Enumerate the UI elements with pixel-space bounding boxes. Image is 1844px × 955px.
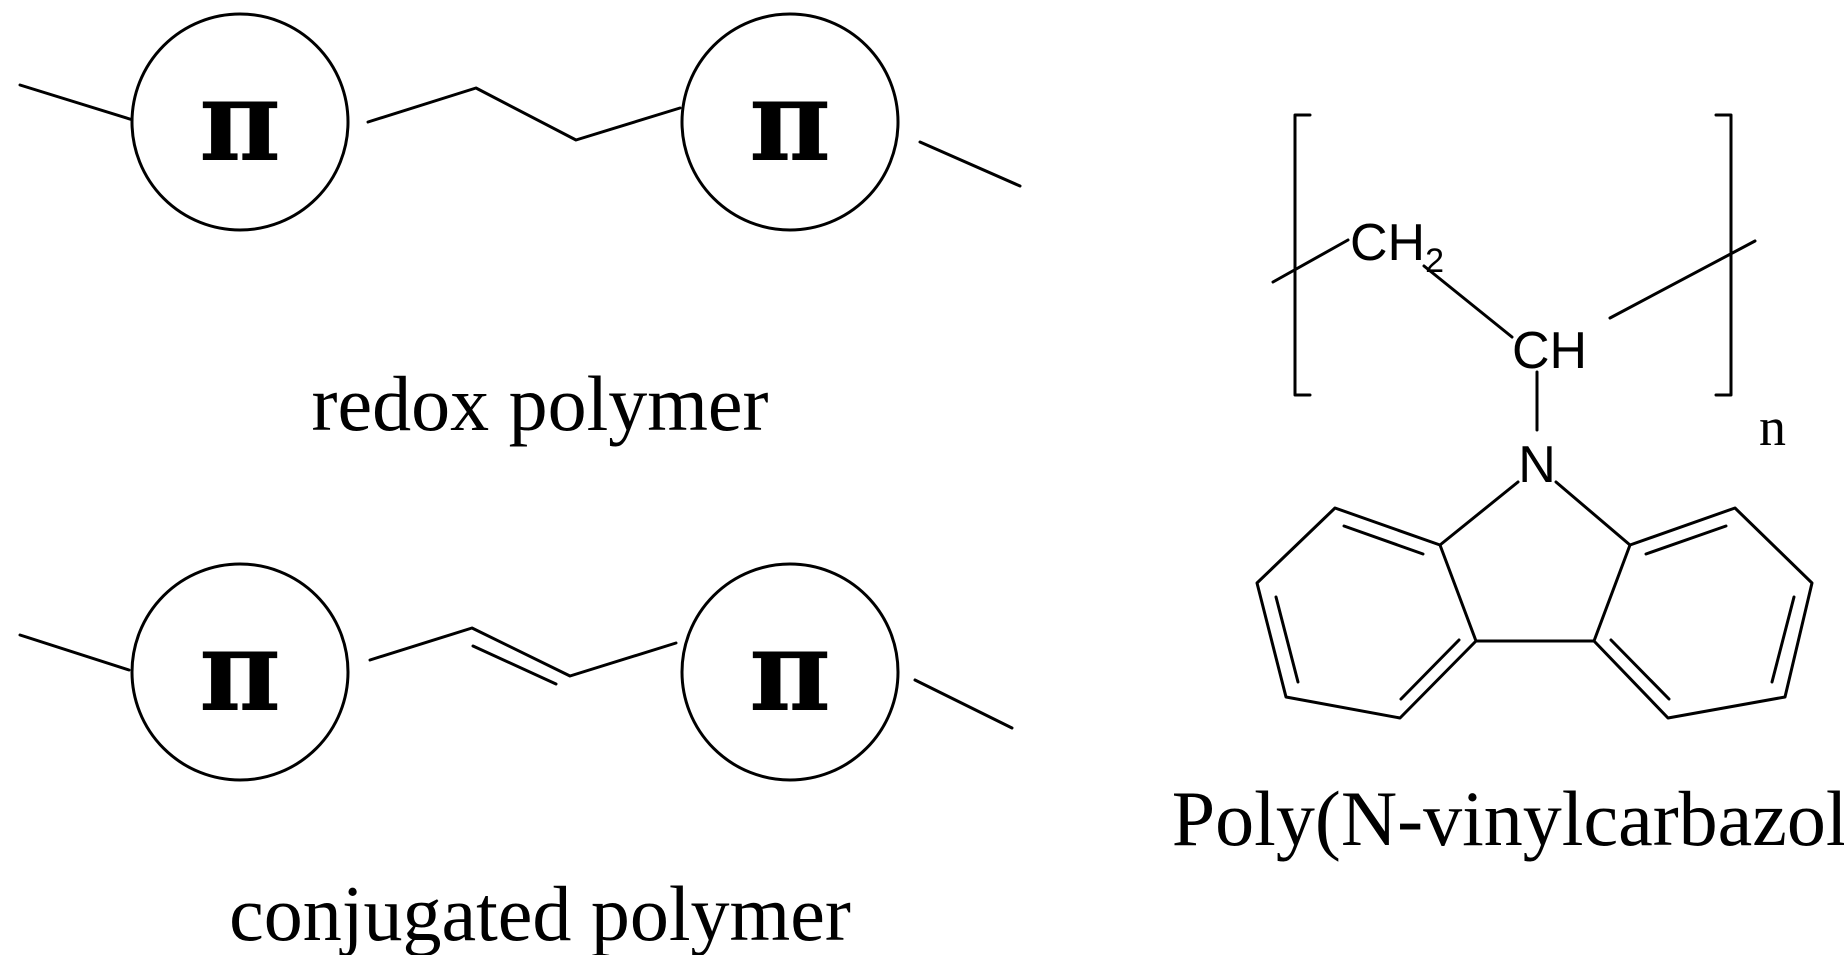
pvk-right-chain-bond [1608,239,1757,320]
conjugated-polymer-caption: conjugated polymer [229,870,851,955]
conjugated-left-pi-unit [130,562,350,782]
conjugated-polymer-structure: π π conjugated polymer [18,562,1014,955]
carbazole-left-benzene-ring [1255,506,1478,720]
redox-saturated-linker [366,86,682,142]
conjugated-right-terminal-bond [913,678,1014,730]
carbazole-right-benzene-ring [1592,506,1814,720]
carbazole-left-double-bond-3 [1399,638,1461,701]
pvk-ch-label: CH [1512,322,1587,380]
conjugated-right-pi-unit [680,562,900,782]
redox-right-pi-unit [680,12,900,232]
carbazole-right-double-bond-2 [1770,595,1796,684]
pvk-ch2-label: CH [1350,214,1425,272]
carbazole-n-left-bond [1438,480,1520,547]
carbazole-n-right-bond [1554,480,1632,547]
carbazole-left-double-bond-1 [1342,524,1425,556]
conjugated-linker-double-bond [471,644,558,686]
redox-right-pi-symbol: π [749,56,831,187]
carbazole-left-double-bond-2 [1274,595,1300,684]
carbazole-right-double-bond-3 [1609,638,1671,701]
pvk-structure: n CH2 CH N Poly(N-vinylcarbazole) [1172,113,1844,862]
conjugated-linker-single-bonds [368,626,678,678]
redox-polymer-structure: π π redox polymer [18,12,1022,447]
pvk-left-chain-bond [1271,238,1350,284]
redox-left-pi-unit [130,12,350,232]
redox-left-terminal-bond [18,83,135,122]
carbazole-right-double-bond-1 [1644,524,1728,556]
redox-polymer-caption: redox polymer [311,360,768,447]
redox-right-terminal-bond [918,140,1022,188]
conjugated-left-terminal-bond [18,633,131,672]
pvk-repeat-count: n [1759,397,1786,457]
pvk-ch2-ch-bond [1422,264,1514,339]
pvk-caption: Poly(N-vinylcarbazole) [1172,775,1844,862]
redox-left-pi-symbol: π [199,56,281,187]
pvk-left-bracket [1293,113,1312,397]
conjugated-left-pi-symbol: π [199,606,281,737]
pvk-ch2-subscript: 2 [1425,242,1444,280]
pvk-ch2-group: CH2 [1350,214,1444,280]
pvk-n-label: N [1518,436,1556,494]
conjugated-right-pi-symbol: π [749,606,831,737]
